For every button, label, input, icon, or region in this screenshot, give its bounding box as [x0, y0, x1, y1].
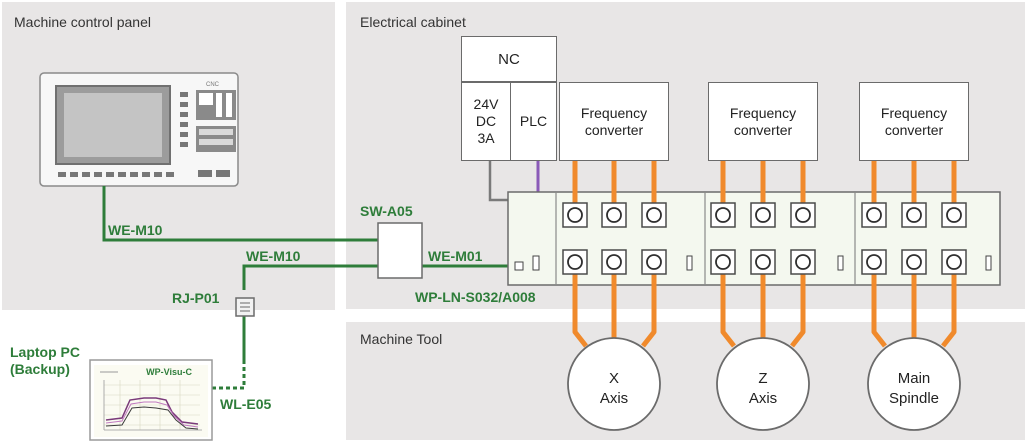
motor-x-axis	[567, 337, 661, 431]
motor-spindle-line2: Spindle	[889, 390, 939, 407]
rj-connector	[235, 297, 255, 317]
label-we-m10-top: WE-M10	[108, 222, 163, 238]
frequency-converter-2: Frequency converter	[708, 82, 818, 161]
nc-box: NC	[461, 36, 557, 82]
motors: X Axis Z Axis Main Spindle	[567, 337, 961, 431]
control-panel-device: CNC	[39, 72, 239, 187]
laptop-label-line1: Laptop PC	[10, 344, 80, 360]
motor-spindle-line1: Main	[898, 370, 931, 387]
fc2-line1: Frequency	[729, 104, 797, 121]
label-we-m10-mid: WE-M10	[246, 248, 301, 264]
power-wires-bottom	[572, 268, 957, 348]
cnc-text: CNC	[206, 82, 220, 88]
laptop-device: WP-Visu-C	[89, 359, 213, 441]
label-wl-e05: WL-E05	[220, 396, 272, 412]
label-sw-a05: SW-A05	[360, 203, 413, 219]
power-line-3: 3A	[477, 130, 495, 146]
power-supply-box: 24V DC 3A	[461, 82, 511, 161]
motor-main-spindle	[867, 337, 961, 431]
power-line-2: DC	[475, 113, 497, 129]
nc-label: NC	[498, 50, 520, 68]
motor-z-line2: Axis	[749, 390, 777, 407]
zone-title-machine-tool: Machine Tool	[360, 331, 443, 347]
frequency-converter-1: Frequency converter	[559, 82, 669, 161]
fc1-line2: converter	[584, 121, 644, 138]
motor-x-line2: Axis	[600, 390, 628, 407]
network-wires	[102, 186, 518, 390]
plc-box: PLC	[510, 82, 557, 161]
label-wp-ln: WP-LN-S032/A008	[415, 289, 536, 305]
motor-z-axis	[716, 337, 810, 431]
label-we-m01: WE-M01	[428, 248, 483, 264]
power-wires-top	[572, 160, 957, 205]
fc2-line2: converter	[733, 121, 793, 138]
power-line-1: 24V	[473, 96, 499, 112]
laptop-label-line2: (Backup)	[10, 361, 70, 377]
terminals	[562, 202, 967, 275]
laptop-screen-title: WP-Visu-C	[146, 367, 192, 377]
fc1-line1: Frequency	[580, 104, 648, 121]
zone-title-electrical-cabinet: Electrical cabinet	[360, 14, 466, 30]
fc3-line1: Frequency	[880, 104, 948, 121]
fc3-line2: converter	[884, 121, 944, 138]
switch-sw-a05	[377, 222, 423, 279]
plc-label: PLC	[519, 113, 548, 129]
zone-title-machine-control-panel: Machine control panel	[14, 14, 151, 30]
motor-z-line1: Z	[758, 370, 767, 387]
label-rj-p01: RJ-P01	[172, 290, 220, 306]
frequency-converter-3: Frequency converter	[859, 82, 969, 161]
motor-x-line1: X	[609, 370, 619, 387]
